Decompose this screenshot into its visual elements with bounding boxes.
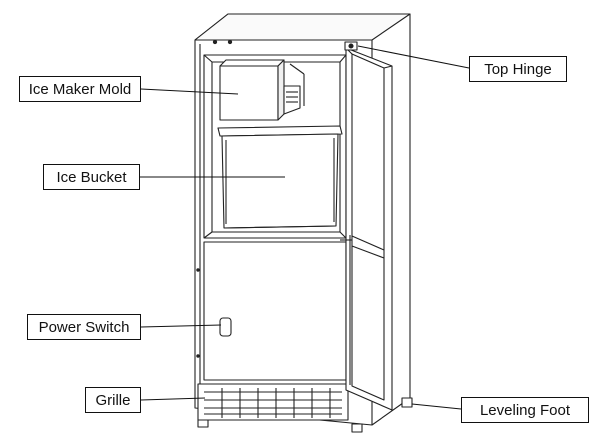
label-power-switch: Power Switch	[27, 314, 141, 340]
leader-power-switch	[140, 324, 222, 328]
label-grille: Grille	[85, 387, 141, 413]
ice-bucket-part	[217, 125, 343, 229]
lower-panel	[203, 241, 347, 381]
label-ice-bucket: Ice Bucket	[43, 164, 140, 190]
label-top-hinge: Top Hinge	[469, 56, 567, 82]
power-switch-part	[219, 317, 232, 337]
grille-part	[197, 383, 349, 421]
label-leveling-foot: Leveling Foot	[461, 397, 589, 423]
label-ice-maker-mold: Ice Maker Mold	[19, 76, 141, 102]
ice-maker-mold-part	[219, 59, 305, 121]
leader-grille	[140, 397, 206, 401]
open-door	[340, 41, 393, 411]
leader-top-hinge	[357, 45, 470, 69]
leader-leveling-foot	[411, 403, 462, 410]
leader-ice-maker-mold	[140, 88, 239, 95]
feet	[197, 397, 413, 433]
